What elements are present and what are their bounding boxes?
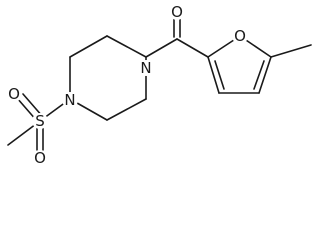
atom-labels: O N N S O O O bbox=[6, 3, 248, 167]
bonds bbox=[7, 13, 312, 151]
furan-oxygen-label: O bbox=[234, 27, 246, 45]
sulfur-label: S bbox=[35, 112, 45, 130]
carbonyl-oxygen-label: O bbox=[171, 3, 183, 21]
furan-bond-c4-c5-inner bbox=[253, 60, 265, 90]
furan-to-methyl-bond bbox=[270, 44, 312, 58]
carbonyl-to-n1-bond bbox=[145, 38, 178, 58]
carbonyl-to-furan-bond bbox=[176, 38, 209, 58]
piperazine-n4-label: N bbox=[64, 91, 75, 109]
piperazine-bond-cc-cd bbox=[106, 98, 147, 121]
molecule-structure: O N N S O O O bbox=[6, 3, 312, 167]
furan-bond-c2-c3-inner bbox=[214, 60, 225, 90]
piperazine-bond-n1-ca bbox=[106, 35, 147, 58]
piperazine-n1-label: N bbox=[140, 59, 151, 77]
sulfonyl-oxygen-1-label: O bbox=[8, 85, 20, 103]
furan-bond-c2-c3 bbox=[207, 56, 220, 94]
sulfonyl-oxygen-2-label: O bbox=[34, 149, 46, 167]
piperazine-bond-ca-cb bbox=[69, 35, 108, 58]
furan-bond-c4-c5 bbox=[258, 56, 272, 94]
